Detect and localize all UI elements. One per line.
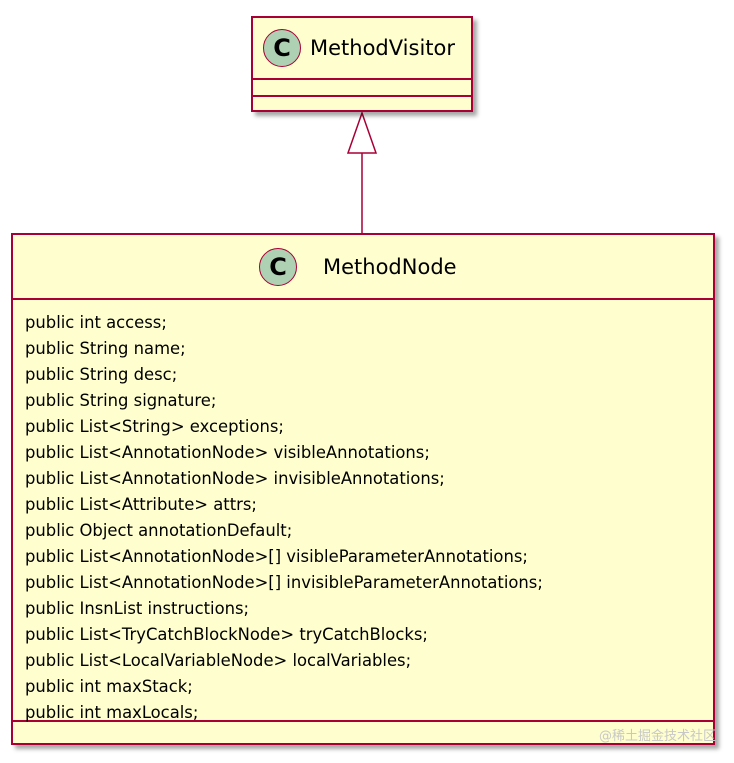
- field: public List<AnnotationNode> visibleAnnot…: [25, 443, 430, 462]
- class-stereotype-icon: C: [259, 247, 297, 286]
- field: public List<AnnotationNode> invisibleAnn…: [25, 469, 445, 488]
- field: public List<LocalVariableNode> localVari…: [25, 651, 412, 670]
- field: public List<Attribute> attrs;: [25, 495, 257, 514]
- field: public int maxStack;: [25, 677, 193, 696]
- inheritance-arrowhead: [346, 110, 378, 154]
- attributes-compartment: [253, 78, 471, 95]
- methods-compartment: [253, 95, 471, 110]
- class-name: MethodVisitor: [310, 36, 455, 60]
- field: public List<AnnotationNode>[] invisibleP…: [25, 573, 543, 592]
- field: public String signature;: [25, 391, 217, 410]
- field: public int access;: [25, 313, 167, 332]
- field: public String desc;: [25, 365, 178, 384]
- watermark: @稀土掘金技术社区: [598, 729, 716, 744]
- field: public List<TryCatchBlockNode> tryCatchB…: [25, 625, 428, 644]
- field: public InsnList instructions;: [25, 599, 250, 618]
- field: public List<String> exceptions;: [25, 417, 284, 436]
- methods-compartment: [13, 720, 713, 743]
- class-header: C MethodNode: [13, 235, 713, 298]
- field: public List<AnnotationNode>[] visiblePar…: [25, 547, 528, 566]
- field: public String name;: [25, 339, 186, 358]
- field: public int maxLocals;: [25, 703, 199, 722]
- class-stereotype-icon: C: [263, 29, 301, 67]
- field: public Object annotationDefault;: [25, 521, 293, 540]
- class-header: C MethodVisitor: [253, 18, 471, 78]
- class-method-node[interactable]: C MethodNode public int access; public S…: [11, 233, 715, 745]
- class-method-visitor[interactable]: C MethodVisitor: [251, 16, 473, 112]
- fields-compartment: public int access; public String name; p…: [13, 298, 713, 722]
- class-name: MethodNode: [323, 254, 457, 279]
